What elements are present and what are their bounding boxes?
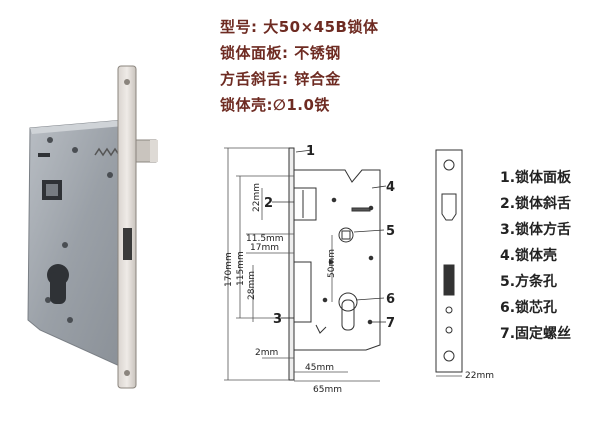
legend-item-fixing-screw: 7.固定螺丝 <box>500 326 572 342</box>
legend-item-case: 4.锁体壳 <box>500 248 558 264</box>
callout-6: 6 <box>386 292 395 307</box>
callout-2: 2 <box>264 196 273 211</box>
dim-170mm: 170mm <box>224 252 234 287</box>
dim-65mm: 65mm <box>313 385 342 395</box>
dim-115mm: 115mm <box>236 251 246 286</box>
dim-50mm: 50mm <box>327 249 337 278</box>
callout-4: 4 <box>386 180 395 195</box>
callout-1: 1 <box>306 144 315 159</box>
callout-3: 3 <box>273 312 282 327</box>
dim-22mm: 22mm <box>252 183 262 212</box>
legend-item-spindle-hole: 5.方条孔 <box>500 274 558 290</box>
dim-11-5mm: 11.5mm <box>246 234 284 244</box>
dim-2mm: 2mm <box>255 348 278 358</box>
legend-item-cylinder-hole: 6.锁芯孔 <box>500 300 558 316</box>
legend-item-dead-bolt: 3.锁体方舌 <box>500 222 572 238</box>
spec-latch-material: 方舌斜舌: 锌合金 <box>220 70 341 88</box>
dim-17mm: 17mm <box>250 243 279 253</box>
callout-5: 5 <box>386 224 395 239</box>
spec-model: 型号: 大50×45B锁体 <box>220 18 379 36</box>
spec-faceplate-material: 锁体面板: 不锈钢 <box>220 44 341 62</box>
legend-item-faceplate: 1.锁体面板 <box>500 170 572 186</box>
legend-item-latch-bolt: 2.锁体斜舌 <box>500 196 572 212</box>
dim-faceplate-22mm: 22mm <box>465 371 494 381</box>
callout-7: 7 <box>386 316 395 331</box>
spec-case-material: 锁体壳:∅1.0铁 <box>220 96 330 114</box>
dim-28mm: 28mm <box>247 271 257 300</box>
dim-45mm: 45mm <box>305 363 334 373</box>
